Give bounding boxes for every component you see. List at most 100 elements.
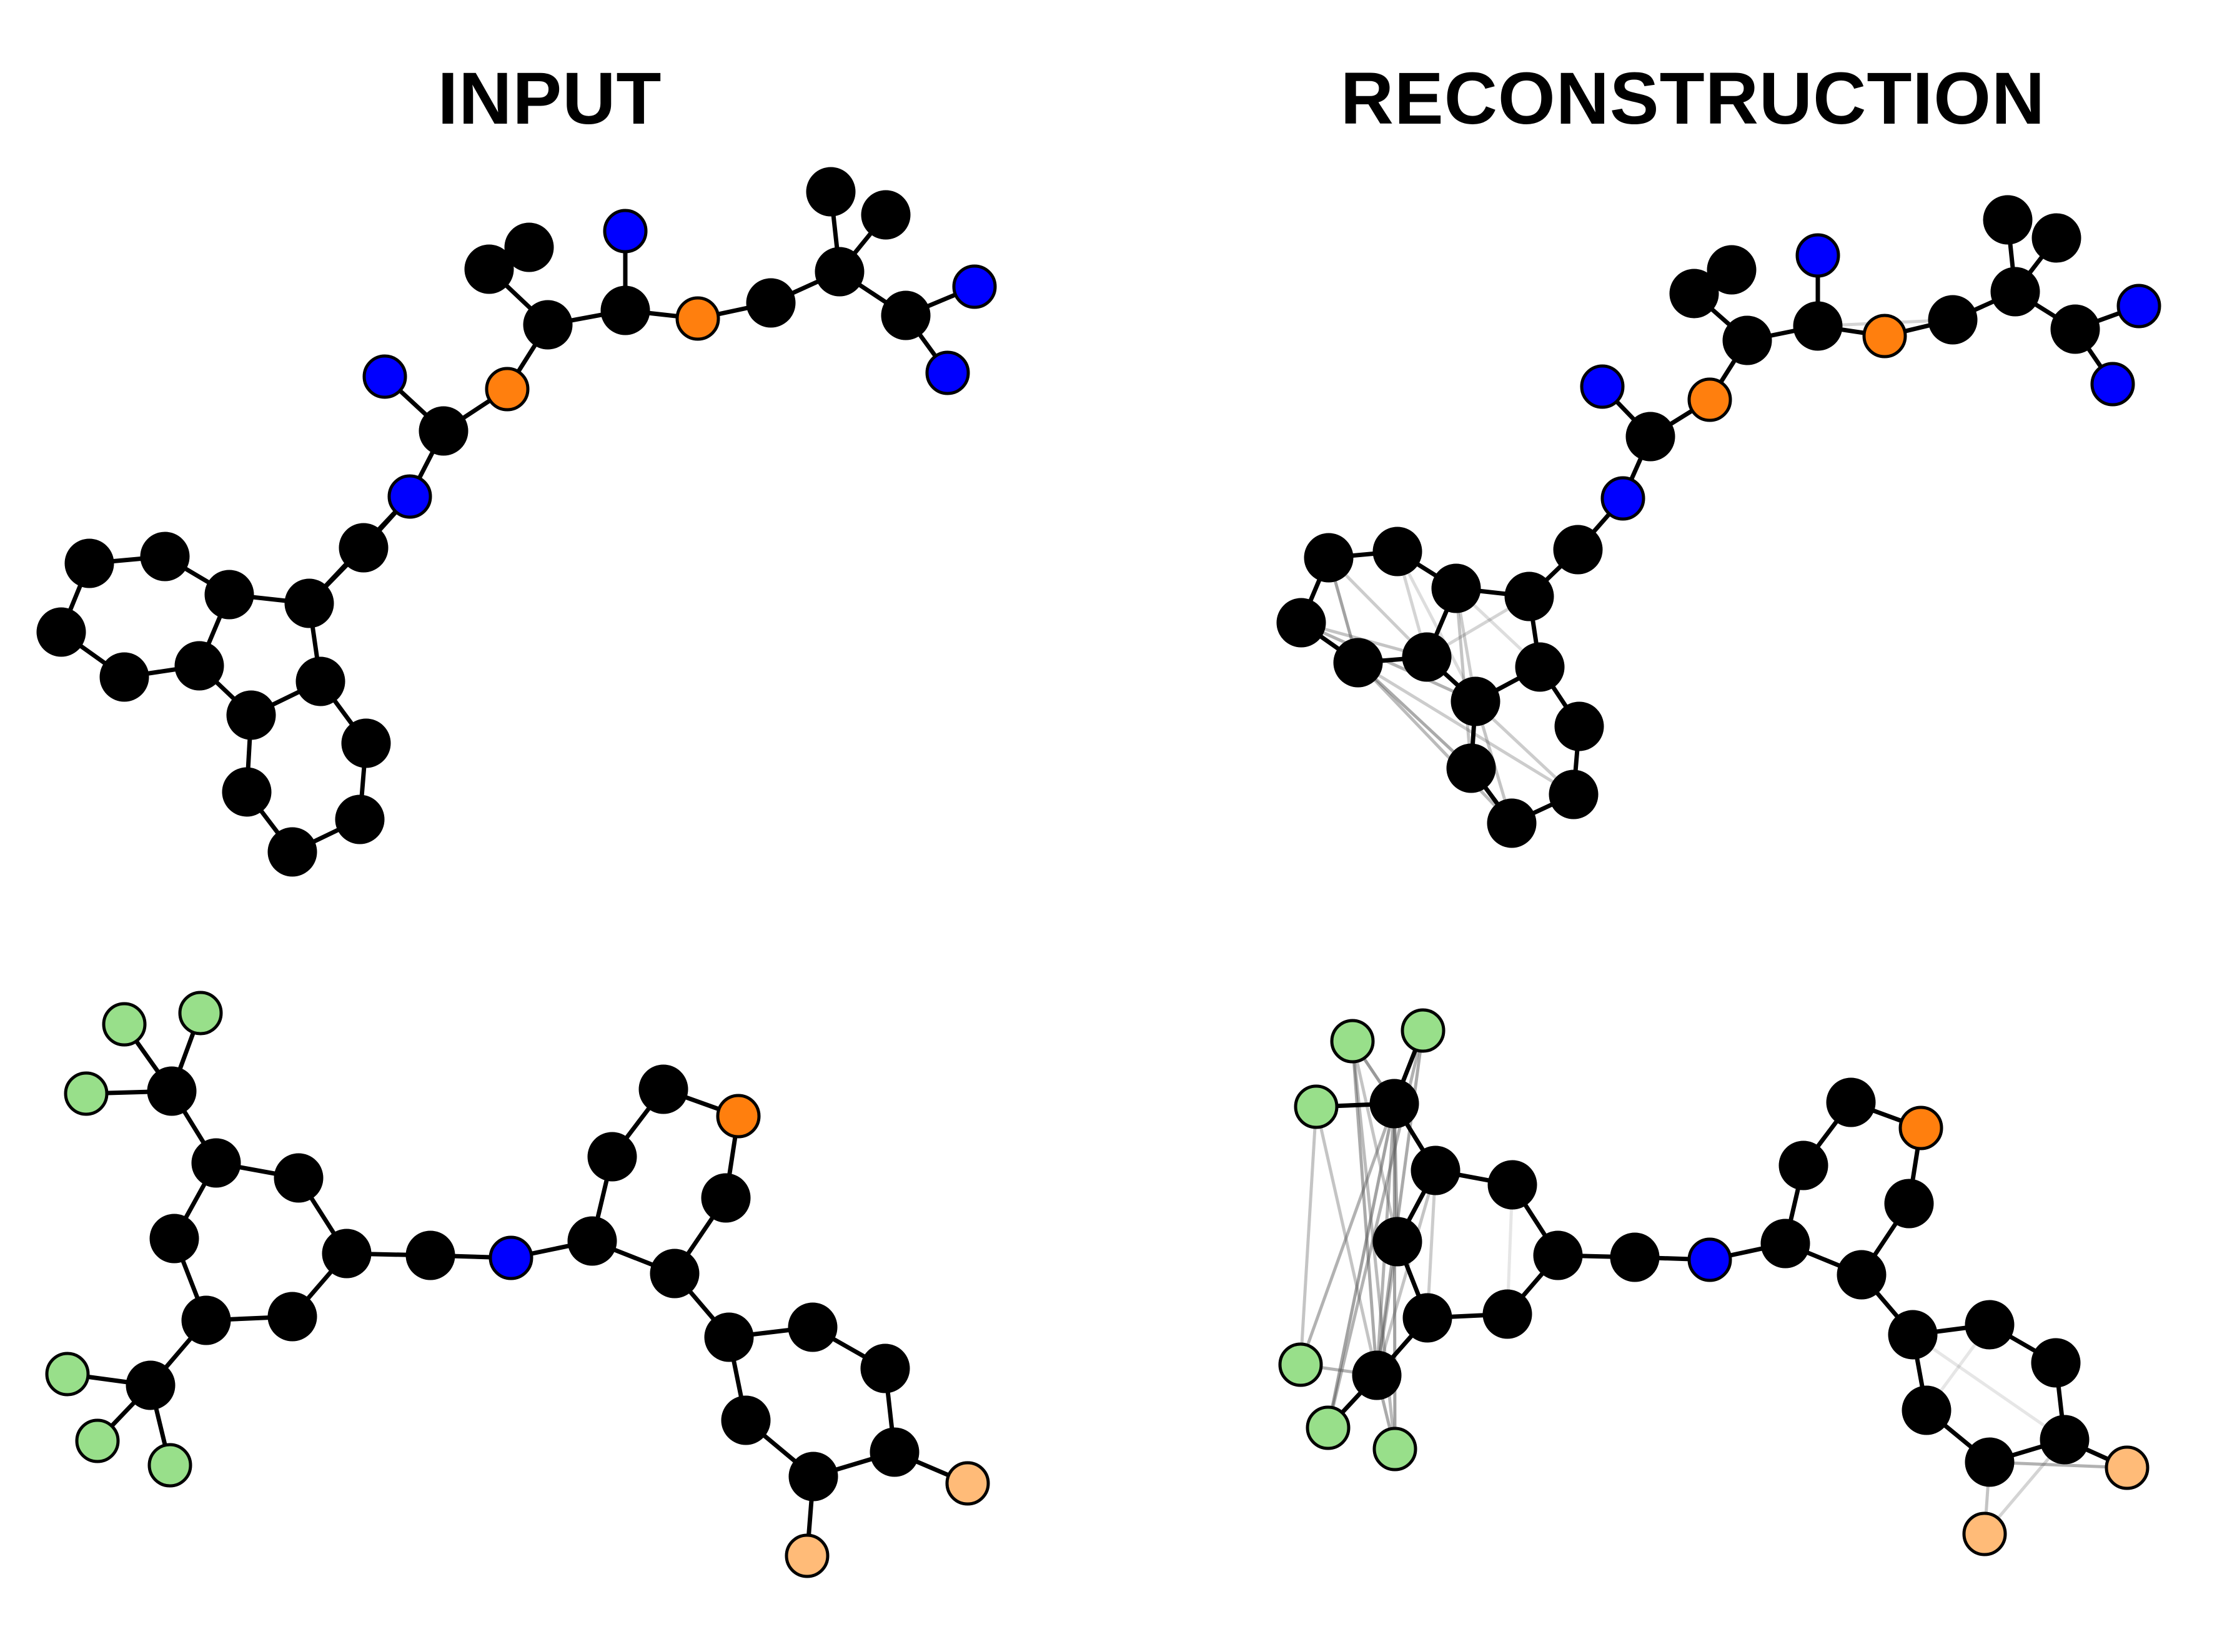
carbon-atom-node bbox=[587, 1132, 637, 1182]
carbon-atom-node bbox=[504, 222, 554, 272]
carbon-atom-node bbox=[99, 652, 149, 702]
carbon-atom-node bbox=[1533, 1230, 1583, 1280]
nitrogen-atom-node bbox=[2116, 284, 2161, 329]
carbon-atom-node bbox=[1333, 638, 1383, 688]
input-panel-title: INPUT bbox=[437, 57, 662, 140]
carbon-atom-node bbox=[1965, 1300, 2015, 1350]
carbon-atom-node bbox=[1276, 598, 1326, 648]
carbon-atom-node bbox=[567, 1216, 617, 1266]
oxygen-atom-node bbox=[1687, 377, 1732, 422]
carbon-atom-node bbox=[1610, 1232, 1660, 1282]
carbon-atom-node bbox=[147, 1066, 197, 1116]
peach-atom-node bbox=[1962, 1511, 2007, 1556]
carbon-atom-node bbox=[1372, 1217, 1422, 1267]
carbon-atom-node bbox=[1826, 1077, 1876, 1127]
nitrogen-atom-node bbox=[387, 474, 432, 519]
nitrogen-atom-node bbox=[489, 1235, 533, 1280]
fluorine-atom-node bbox=[147, 1443, 192, 1488]
carbon-atom-node bbox=[1990, 267, 2040, 317]
carbon-atom-node bbox=[860, 1343, 910, 1393]
nitrogen-atom-node bbox=[1687, 1237, 1732, 1282]
carbon-atom-node bbox=[1402, 632, 1452, 682]
molecule-2-input bbox=[45, 991, 990, 1578]
carbon-atom-node bbox=[1372, 527, 1422, 576]
carbon-atom-node bbox=[746, 278, 796, 328]
carbon-atom-node bbox=[1369, 1079, 1419, 1129]
carbon-atom-node bbox=[36, 607, 86, 657]
carbon-atom-node bbox=[335, 794, 385, 844]
nitrogen-atom-node bbox=[952, 264, 997, 309]
carbon-atom-node bbox=[1411, 1145, 1461, 1195]
ghost-edge bbox=[1375, 1030, 1425, 1376]
carbon-atom-node bbox=[806, 167, 856, 217]
carbon-atom-node bbox=[149, 1214, 199, 1264]
fluorine-atom-node bbox=[45, 1352, 90, 1397]
reconstruction-panel-title: RECONSTRUCTION bbox=[1340, 57, 2046, 140]
carbon-atom-node bbox=[405, 1230, 455, 1280]
carbon-atom-node bbox=[267, 1292, 317, 1342]
carbon-atom-node bbox=[1888, 1310, 1938, 1360]
carbon-atom-node bbox=[140, 532, 190, 581]
carbon-atom-node bbox=[2031, 213, 2081, 263]
carbon-atom-node bbox=[1625, 412, 1675, 462]
carbon-atom-node bbox=[322, 1229, 372, 1279]
ghost-edge bbox=[1326, 1103, 1396, 1428]
molecule-1-reconstruction bbox=[1276, 195, 2161, 848]
oxygen-atom-node bbox=[675, 296, 720, 341]
carbon-atom-node bbox=[721, 1395, 771, 1445]
carbon-atom-node bbox=[1504, 571, 1554, 621]
ghost-edge bbox=[1912, 1333, 2066, 1442]
carbon-atom-node bbox=[222, 767, 272, 817]
nitrogen-atom-node bbox=[1600, 476, 1645, 521]
carbon-atom-node bbox=[1549, 769, 1599, 819]
fluorine-atom-node bbox=[178, 991, 223, 1036]
nitrogen-atom-node bbox=[362, 354, 407, 399]
ghost-edge bbox=[1357, 661, 1513, 824]
oxygen-atom-node bbox=[716, 1094, 761, 1139]
carbon-atom-node bbox=[1304, 533, 1354, 583]
carbon-atom-node bbox=[600, 285, 650, 335]
ghost-edge bbox=[1375, 1170, 1437, 1376]
carbon-atom-node bbox=[861, 190, 911, 240]
ghost-edge bbox=[1454, 588, 1473, 769]
carbon-atom-node bbox=[523, 300, 573, 350]
carbon-atom-node bbox=[2031, 1338, 2081, 1388]
ghost-edge bbox=[1351, 1041, 1399, 1242]
nitrogen-atom-node bbox=[1795, 233, 1840, 278]
carbon-atom-node bbox=[1793, 301, 1843, 351]
nitrogen-atom-node bbox=[1580, 364, 1625, 409]
ghost-edge bbox=[1299, 1103, 1396, 1365]
carbon-atom-node bbox=[1402, 1293, 1452, 1343]
molecule-1-input bbox=[36, 167, 997, 877]
carbon-atom-node bbox=[788, 1302, 838, 1352]
nitrogen-atom-node bbox=[603, 209, 648, 254]
fluorine-atom-node bbox=[1401, 1008, 1446, 1053]
carbon-atom-node bbox=[2040, 1415, 2090, 1465]
carbon-atom-node bbox=[1553, 525, 1603, 575]
ghost-edge bbox=[1351, 1041, 1379, 1376]
carbon-atom-node bbox=[267, 827, 317, 877]
oxygen-atom-node bbox=[1862, 314, 1907, 359]
carbon-atom-node bbox=[704, 1312, 754, 1362]
carbon-atom-node bbox=[1722, 315, 1772, 365]
carbon-atom-node bbox=[204, 570, 254, 620]
carbon-atom-node bbox=[815, 247, 865, 297]
carbon-atom-node bbox=[419, 406, 469, 456]
ghost-edge bbox=[1299, 1106, 1318, 1365]
carbon-atom-node bbox=[1902, 1385, 1952, 1435]
fluorine-atom-node bbox=[1306, 1405, 1351, 1450]
carbon-atom-node bbox=[881, 290, 931, 340]
ghost-edge bbox=[1357, 661, 1575, 796]
carbon-atom-node bbox=[2050, 304, 2100, 354]
nitrogen-atom-node bbox=[925, 350, 970, 395]
fluorine-atom-node bbox=[1330, 1019, 1375, 1064]
carbon-atom-node bbox=[126, 1360, 176, 1410]
ghost-edge bbox=[1357, 661, 1472, 769]
fluorine-atom-node bbox=[75, 1418, 120, 1463]
carbon-atom-node bbox=[1446, 743, 1496, 793]
carbon-atom-node bbox=[1352, 1350, 1402, 1400]
peach-atom-node bbox=[2105, 1445, 2150, 1490]
fluorine-atom-node bbox=[1278, 1342, 1323, 1387]
carbon-atom-node bbox=[788, 1452, 838, 1501]
carbon-atom-node bbox=[226, 690, 276, 740]
